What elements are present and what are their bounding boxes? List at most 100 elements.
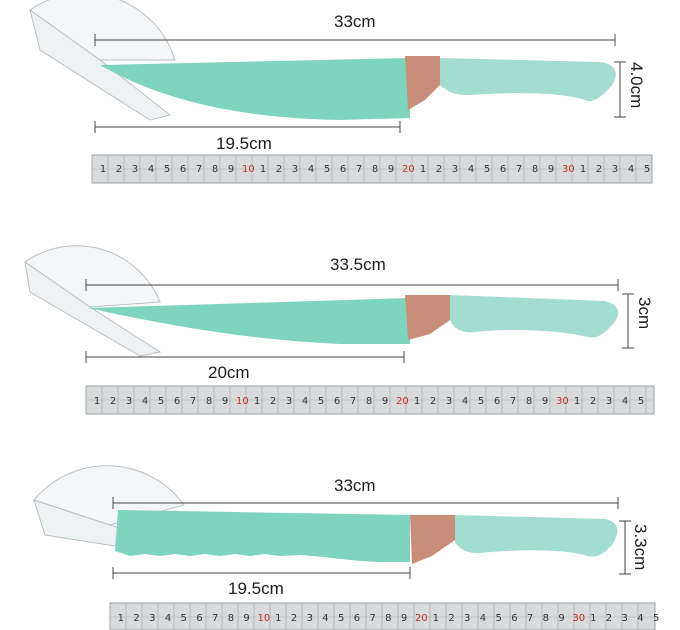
ruler-number: 9 [558,613,565,624]
ruler-number: 4 [627,164,635,175]
ruler-number: 4 [322,613,329,624]
blade [88,298,410,344]
ruler-number: 2 [275,164,283,175]
ruler-number: 3 [621,613,628,624]
ruler-number: 1 [117,613,125,624]
ruler-number: 3 [285,396,293,407]
ruler-number: 2 [605,613,613,624]
ruler-number: 5 [163,164,171,175]
ruler-number: 4 [147,164,155,175]
bolster [405,295,450,340]
ruler-number: 2 [133,613,140,624]
bolster [405,56,440,110]
ruler-number: 1 [253,396,261,407]
ruler-number: 20 [414,613,428,624]
blade-length-label: 19.5cm [228,579,284,598]
blade [100,58,410,120]
handle [440,58,616,102]
ruler-number: 8 [385,613,392,624]
ruler-number: 10 [236,396,249,407]
ruler-number: 3 [306,613,313,624]
handle-height-label: 3cm [635,297,654,330]
ruler-number: 1 [93,396,101,407]
total-length-label: 33cm [334,476,376,495]
ruler-number: 8 [525,396,533,407]
ruler-number: 8 [365,396,373,407]
ruler-number: 3 [464,613,471,624]
ruler-number: 2 [115,164,123,175]
ruler-number: 6 [179,164,187,175]
ruler-number: 7 [515,164,523,175]
ruler-number: 9 [547,164,555,175]
ruler-number: 2 [429,396,437,407]
ruler-number: 30 [556,396,569,407]
ruler-number: 4 [637,613,644,624]
ruler-number: 10 [242,164,255,175]
knife-illustration [24,245,655,415]
ruler-number: 4 [467,164,475,175]
handle [455,515,618,557]
ruler-number: 20 [402,164,415,175]
ruler-number: 7 [369,613,376,624]
ruler-number: 5 [652,613,660,624]
ruler-number: 9 [400,613,408,624]
ruler-number: 8 [211,164,219,175]
ruler-number: 3 [611,164,619,175]
ruler-number: 2 [595,164,603,175]
ruler [109,602,656,630]
ruler-number: 9 [381,396,389,407]
ruler-number: 7 [355,164,363,175]
ruler-number: 2 [290,613,298,624]
ruler-number: 2 [269,396,277,407]
ruler-number: 7 [211,613,219,624]
ruler-number: 6 [353,613,361,624]
ruler-number: 2 [435,164,443,175]
ruler-number: 6 [499,164,507,175]
ruler-number: 1 [579,164,587,175]
ruler-number: 1 [275,613,282,624]
ruler-number: 2 [109,396,117,407]
ruler [91,154,653,184]
ruler-number: 10 [257,613,271,624]
ruler-number: 8 [227,613,235,624]
ruler-number: 30 [562,164,575,175]
ruler-number: 3 [451,164,459,175]
knife-illustration [33,465,656,630]
ruler-number: 5 [495,613,502,624]
total-length-label: 33.5cm [330,255,386,274]
ruler-number: 5 [637,396,645,407]
ruler-number: 1 [413,396,421,407]
ruler-number: 8 [371,164,379,175]
ruler-number: 1 [259,164,267,175]
ruler-number: 5 [323,164,331,175]
blade-length-label: 20cm [208,363,250,382]
ruler-number: 8 [542,613,550,624]
ruler-number: 7 [349,396,357,407]
ruler-number: 3 [445,396,453,407]
ruler-number: 5 [317,396,325,407]
ruler-number: 7 [509,396,517,407]
ruler-number: 4 [621,396,629,407]
ruler-number: 7 [526,613,534,624]
ruler-number: 5 [477,396,485,407]
ruler-number: 1 [432,613,439,624]
ruler-number: 9 [227,164,235,175]
ruler-number: 6 [339,164,347,175]
ruler-number: 1 [590,613,597,624]
handle-height-label: 4.0cm [627,62,646,109]
handle-height-label: 3.3cm [631,524,650,571]
ruler-number: 7 [195,164,203,175]
ruler-number: 8 [205,396,213,407]
ruler-number: 6 [511,613,518,624]
ruler-number: 9 [387,164,395,175]
ruler-number: 6 [493,396,501,407]
blade [115,510,410,562]
ruler-number: 8 [531,164,539,175]
ruler-number: 1 [573,396,581,407]
ruler-number: 5 [180,613,187,624]
